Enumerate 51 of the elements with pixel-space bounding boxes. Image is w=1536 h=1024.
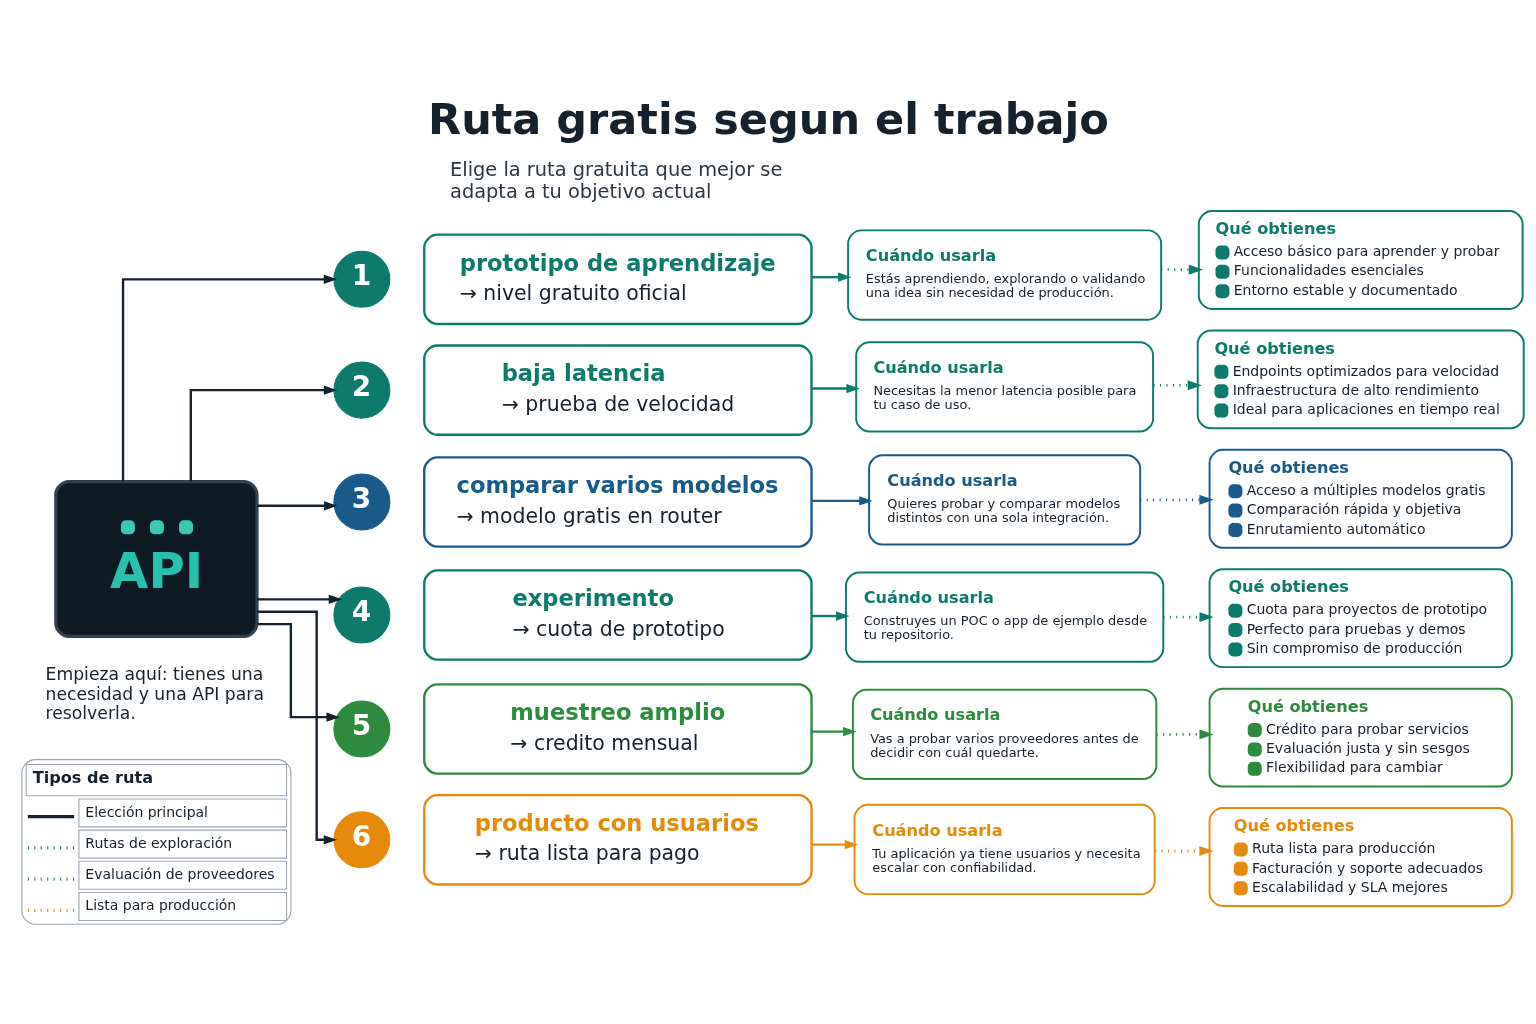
diagram-title: Ruta gratis segun el trabajo (427, 93, 1109, 144)
node-box: experimento → cuota de prototipo (422, 568, 813, 661)
node-box: Cuándo usarla Quieres probar y comparar modelos distintos con una sola integración. (867, 453, 1141, 545)
arrow (1154, 845, 1214, 856)
node-label: Empieza aquí: tienes una necesidad y una API para resolverla. (45, 663, 264, 723)
arrow (121, 274, 337, 481)
arrow (1139, 494, 1214, 505)
node-box: comparar varios modelos → modelo gratis en router (422, 455, 813, 548)
node-box: Cuándo usarla Estás aprendiendo, explorando o validando una idea sin necesidad de producción. (846, 228, 1162, 321)
node-box: Qué obtienes Endpoints optimizados para velocidad Infraestructura de alto rendimiento Ideal para aplicaciones en tiempo real (1196, 328, 1525, 429)
arrow (811, 839, 858, 849)
node-box: Cuándo usarla Vas a probar varios proveedores antes de decidir con cuál quedarte. (851, 688, 1157, 780)
arrow (811, 610, 849, 621)
node-box: Qué obtienes Cuota para proyectos de prototipo Perfecto para pruebas y demos Sin compromiso de producción (1208, 567, 1513, 668)
node-circle: 1 (332, 250, 390, 308)
arrow (811, 726, 856, 736)
label: Tipos de ruta (32, 767, 153, 787)
arrow (189, 384, 337, 481)
node-circle: 2 (332, 361, 390, 419)
node-box: Qué obtienes Acceso a múltiples modelos gratis Comparación rápida y objetiva Enrutamiento automático (1208, 448, 1513, 549)
node-box: Qué obtienes Crédito para probar servicios Evaluación justa y sin sesgos Flexibilidad para cambiar (1208, 687, 1513, 787)
legend-label: Evaluación de proveedores (84, 865, 275, 882)
node-circle: 6 (332, 810, 390, 868)
node-box: Cuándo usarla Construyes un POC o app de ejemplo desde tu repositorio. (844, 571, 1164, 663)
node-circle: 5 (332, 700, 390, 757)
arrow (256, 610, 337, 844)
node-circle: 4 (332, 585, 390, 643)
arrow (1162, 611, 1214, 622)
arrow (1156, 728, 1214, 739)
legend-label: Rutas de exploración (84, 834, 232, 851)
arrow (256, 594, 342, 604)
node-box: baja latencia → prueba de velocidad (422, 343, 813, 436)
arrow (256, 622, 340, 722)
label: Elige la ruta gratuita que mejor se adapta a tu objetivo actual (449, 157, 782, 203)
arrow (1153, 379, 1202, 390)
node-box: Qué obtienes Acceso básico para aprender y probar Funcionalidades esenciales Entorno estable y documentado (1197, 209, 1524, 310)
arrow (256, 500, 337, 510)
arrow (811, 272, 851, 282)
node-box: producto con usuarios → ruta lista para pago (422, 793, 813, 886)
node-box: muestreo amplio → credito mensual (422, 682, 813, 775)
node-box: Cuándo usarla Tu aplicación ya tiene usuarios y necesita escalar con confiabilidad. (853, 803, 1156, 895)
node-box: API (53, 479, 259, 638)
arrow (811, 495, 873, 506)
legend-label: Lista para producción (84, 896, 236, 913)
legend-label: Elección principal (84, 803, 208, 820)
arrow (1160, 264, 1203, 275)
node-circle: 3 (332, 473, 390, 530)
arrow (811, 383, 860, 393)
node-box: Qué obtienes Ruta lista para producción Facturación y soporte adecuados Escalabilidad y SLA mejores (1208, 806, 1513, 907)
node-box: Cuándo usarla Necesitas la menor latencia posible para tu caso de uso. (854, 340, 1154, 433)
node-box: prototipo de aprendizaje → nivel gratuito oficial (422, 233, 813, 325)
